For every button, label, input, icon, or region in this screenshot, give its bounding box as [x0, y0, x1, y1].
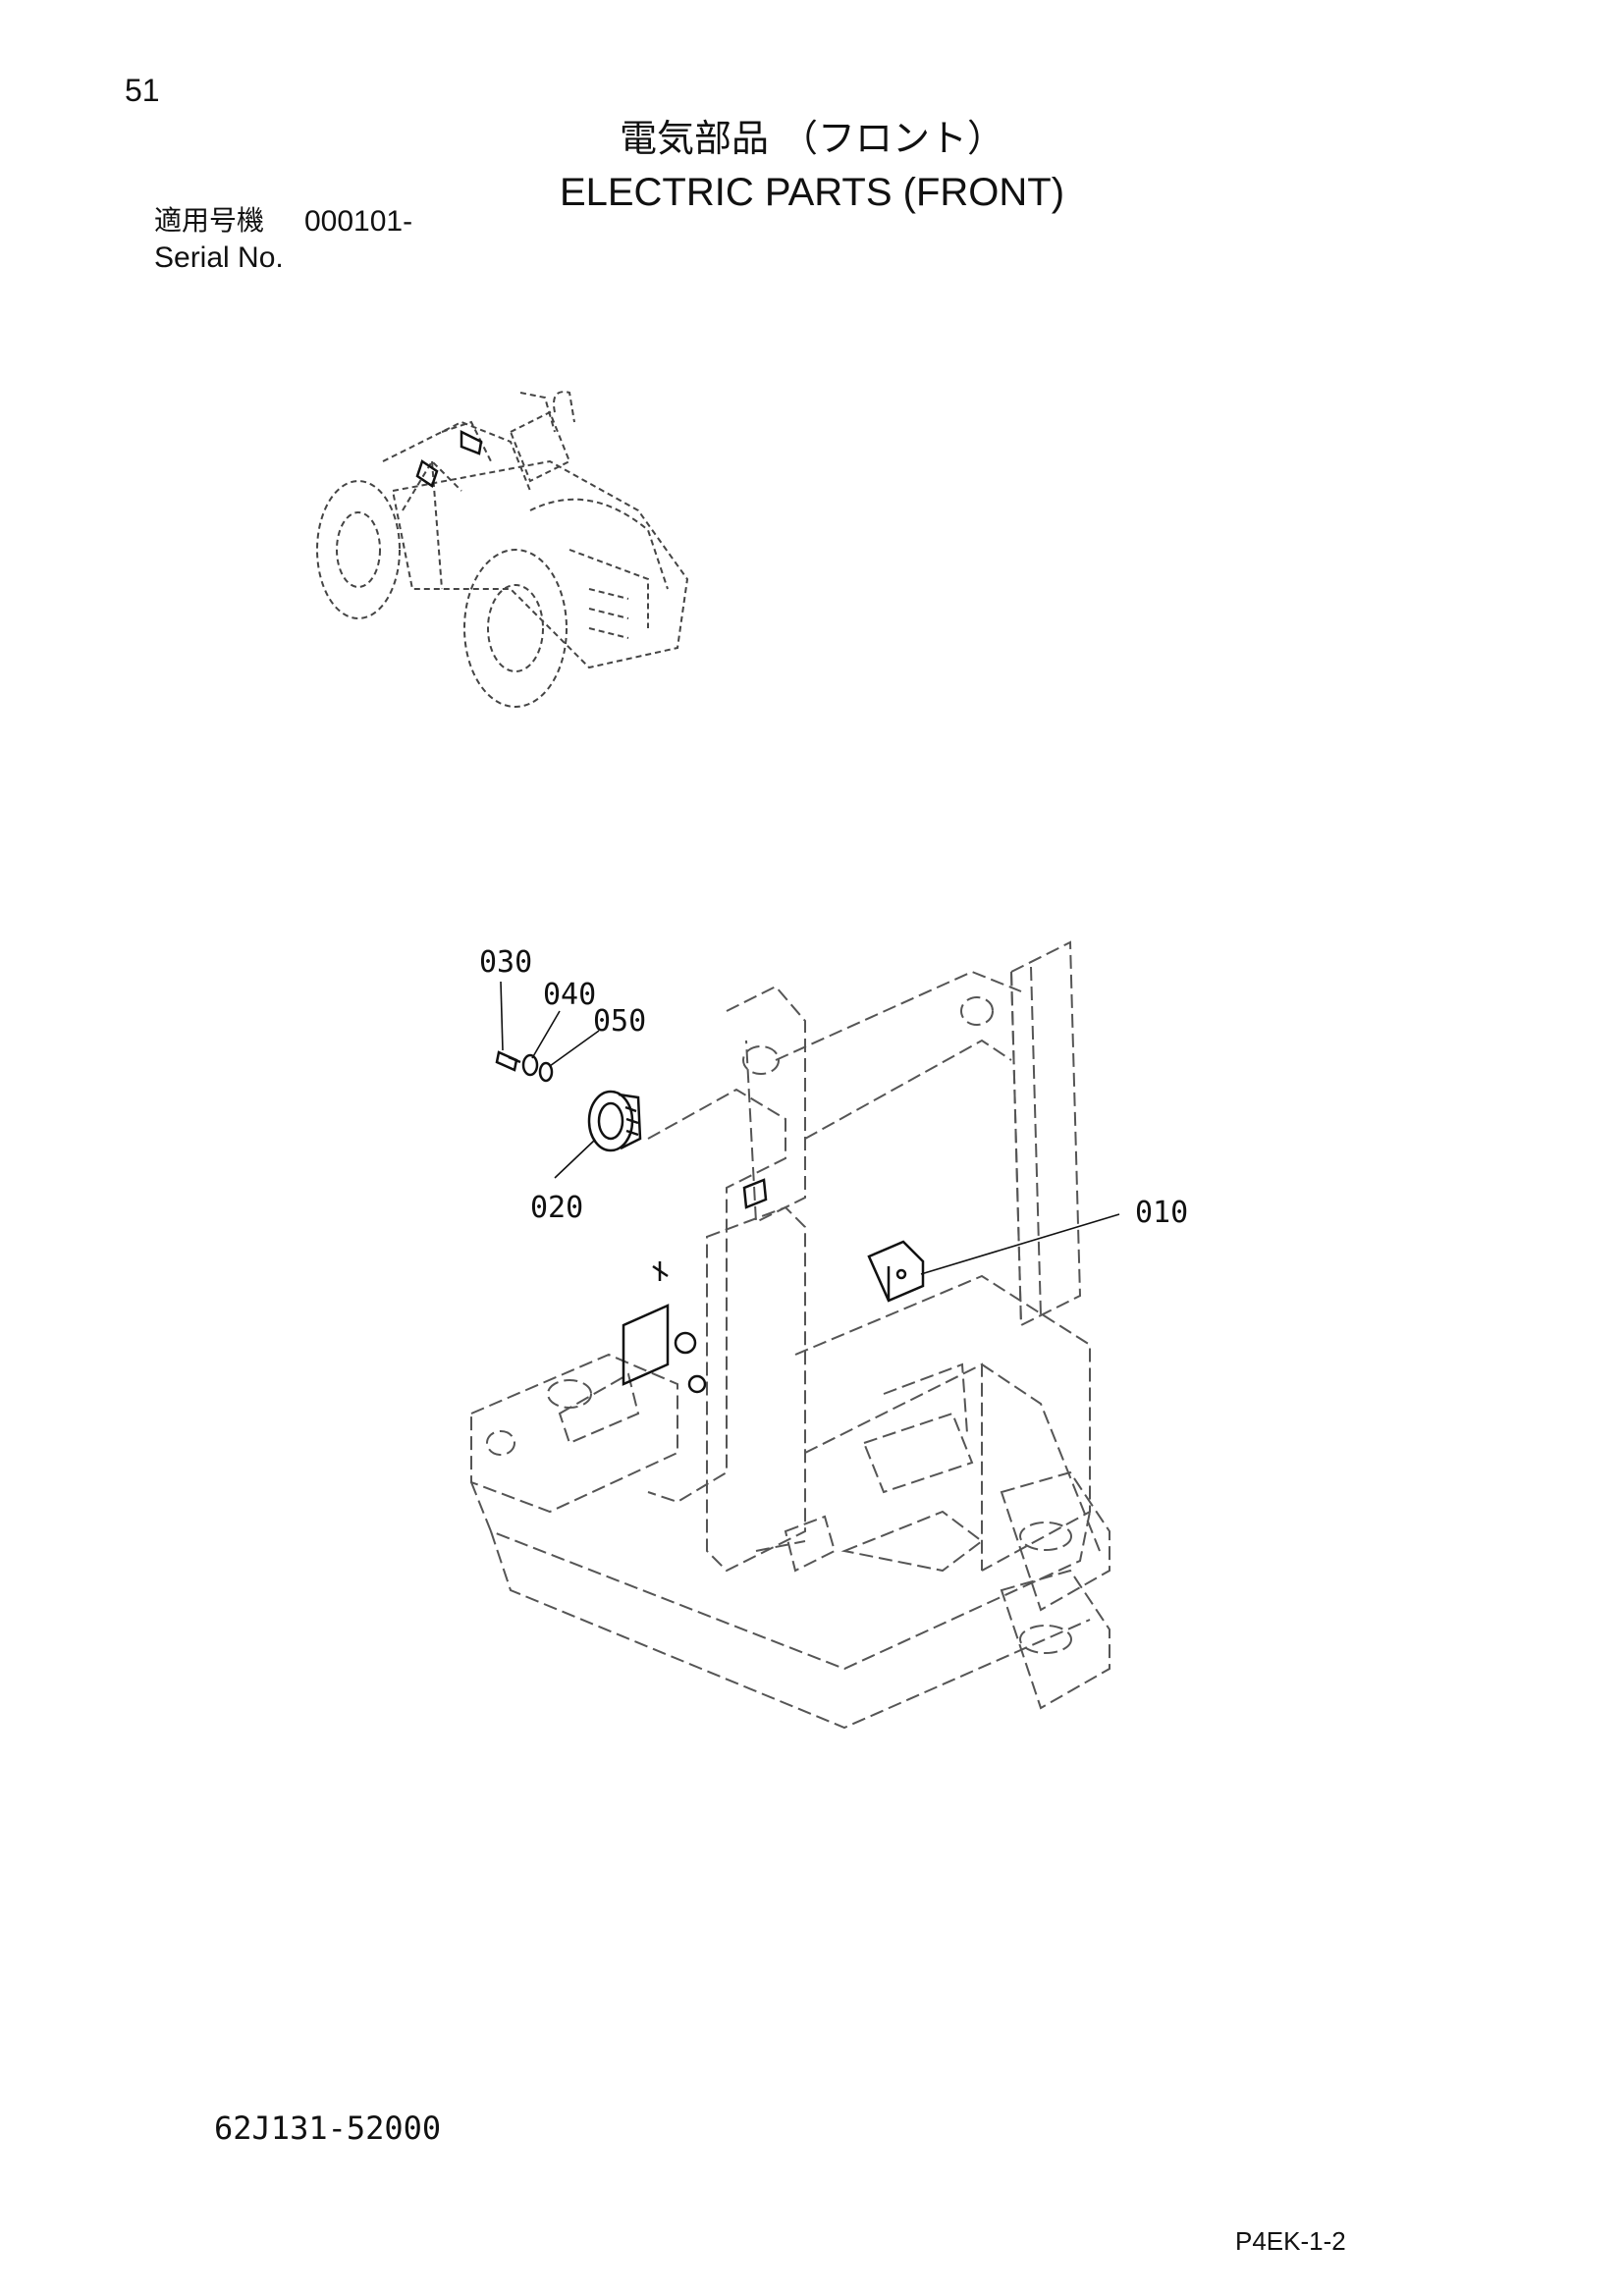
callout-label-050: 050 — [593, 1004, 646, 1039]
leader-line-020 — [554, 1140, 595, 1179]
page-title-japanese: 電気部品 （フロント） — [619, 117, 1005, 160]
serial-number-value: 000101- — [304, 205, 413, 238]
page-code: P4EK-1-2 — [1235, 2226, 1346, 2256]
serial-label-english: Serial No. — [154, 241, 284, 274]
callout-label-010: 010 — [1135, 1196, 1188, 1230]
leader-line-030 — [500, 981, 504, 1051]
page-number: 51 — [125, 73, 160, 108]
leader-line-040 — [531, 1010, 561, 1059]
leader-line-010 — [920, 1213, 1120, 1275]
callout-label-030: 030 — [479, 945, 532, 980]
serial-label-japanese: 適用号機 — [154, 204, 265, 237]
callout-label-020: 020 — [530, 1191, 583, 1225]
callout-label-040: 040 — [543, 978, 596, 1012]
leader-line-050 — [549, 1030, 600, 1067]
document-number: 62J131-52000 — [214, 2109, 442, 2147]
page-title-english: ELECTRIC PARTS (FRONT) — [559, 171, 1065, 214]
